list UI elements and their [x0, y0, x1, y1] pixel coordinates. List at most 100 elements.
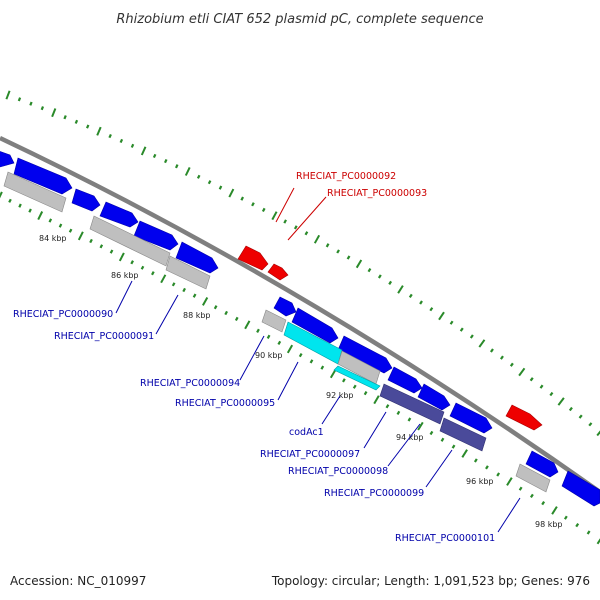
tick-mark: [563, 515, 568, 520]
tick-mark: [17, 97, 22, 102]
tick-mark: [89, 238, 93, 244]
tick-mark: [578, 414, 583, 419]
tick-mark: [363, 391, 368, 396]
gene-arrow[interactable]: [561, 470, 600, 507]
tick-mark: [174, 164, 179, 169]
tick-mark: [240, 196, 244, 201]
gene-arrow[interactable]: [291, 307, 339, 344]
tick-mark: [130, 260, 134, 265]
tick-mark: [256, 328, 260, 333]
tick-mark: [586, 530, 591, 535]
gene-arrow[interactable]: [505, 404, 543, 431]
tick-mark: [388, 280, 393, 285]
tick-mark: [596, 430, 600, 437]
tick-mark: [182, 287, 186, 293]
tick-mark: [224, 310, 228, 316]
tick-mark: [496, 472, 501, 477]
tick-mark: [130, 143, 135, 148]
gene-block[interactable]: [515, 463, 551, 493]
tick-mark: [99, 244, 104, 249]
tick-mark: [63, 115, 67, 120]
tick-mark: [549, 391, 554, 397]
gene-label-rheciat-pc0000094[interactable]: RHECIAT_PC0000094: [140, 378, 240, 389]
tick-mark: [77, 231, 84, 241]
gene-label-rheciat-pc0000091[interactable]: RHECIAT_PC0000091: [54, 331, 154, 342]
tick-mark: [277, 340, 282, 345]
tick-mark: [244, 320, 251, 330]
tick-mark: [596, 538, 600, 545]
tick-mark: [271, 211, 278, 221]
gene-label-rheciat-pc0000099[interactable]: RHECIAT_PC0000099: [324, 488, 424, 499]
tick-mark: [151, 271, 155, 276]
gene-arrow[interactable]: [0, 150, 15, 168]
tick-mark: [171, 282, 176, 287]
gene-block[interactable]: [165, 255, 211, 290]
kbp-tick-labels: 84 kbp 86 kbp 88 kbp 90 kbp 92 kbp 94 kb…: [39, 234, 563, 529]
tick-mark: [367, 268, 372, 273]
gene-label-rheciat-pc0000098[interactable]: RHECIAT_PC0000098: [288, 466, 388, 477]
tick-mark: [408, 293, 413, 299]
gene-label-rheciat-pc0000095[interactable]: RHECIAT_PC0000095: [175, 398, 275, 409]
tick-mark: [509, 362, 514, 367]
map-title: Rhizobium etli CIAT 652 plasmid pC, comp…: [116, 12, 483, 27]
tick-mark: [489, 348, 494, 353]
tick-mark: [449, 320, 454, 325]
gene-arrow[interactable]: [175, 241, 219, 274]
tick-mark: [163, 158, 168, 164]
gene-block[interactable]: [333, 365, 381, 391]
gene-block[interactable]: [89, 215, 171, 267]
gene-arrow[interactable]: [337, 335, 393, 374]
tick-mark: [385, 404, 390, 409]
tick-mark: [429, 430, 434, 436]
gene-label-rheciat-pc0000090[interactable]: RHECIAT_PC0000090: [13, 309, 113, 320]
gene-label-codac1[interactable]: codAc1: [289, 427, 324, 438]
tick-mark: [529, 377, 534, 382]
gene-block[interactable]: [439, 417, 487, 452]
gene-arrow[interactable]: [13, 157, 73, 195]
gene-label-rheciat-pc0000093[interactable]: RHECIAT_PC0000093: [327, 188, 427, 199]
tick-mark: [568, 406, 573, 412]
gene-label-rheciat-pc0000101[interactable]: RHECIAT_PC0000101: [395, 533, 495, 544]
tick-mark: [417, 421, 424, 431]
gene-label-rheciat-pc0000097[interactable]: RHECIAT_PC0000097: [260, 449, 360, 460]
tick-mark: [396, 410, 401, 415]
tick-mark: [478, 339, 486, 348]
tick-mark: [140, 146, 147, 156]
gene-arrow[interactable]: [237, 245, 269, 271]
tick-mark: [298, 353, 303, 358]
tick-mark: [461, 449, 468, 458]
accession-text: Accession: NC_010997: [10, 574, 146, 588]
gene-block[interactable]: [379, 383, 445, 425]
gene-label-rheciat-pc0000092[interactable]: RHECIAT_PC0000092: [296, 171, 396, 182]
tick-mark: [575, 522, 580, 528]
kbp-label: 88 kbp: [183, 311, 211, 320]
gene-arrow[interactable]: [99, 201, 139, 228]
inner-ticks: [0, 191, 600, 545]
tick-mark: [451, 444, 456, 449]
gene-arrow[interactable]: [387, 366, 423, 394]
tick-mark: [309, 359, 314, 364]
tick-mark: [373, 395, 380, 405]
tick-mark: [293, 225, 298, 230]
gene-arrow[interactable]: [267, 263, 289, 281]
gene-arrow[interactable]: [273, 296, 297, 317]
plasmid-backbone: [0, 135, 600, 494]
label-leader-lines: [115, 187, 521, 533]
kbp-label: 86 kbp: [111, 271, 139, 280]
gene-arrow[interactable]: [417, 383, 451, 411]
tick-mark: [539, 384, 544, 389]
gene-arrow[interactable]: [133, 220, 179, 251]
tick-mark: [261, 207, 266, 213]
gene-arrow[interactable]: [449, 402, 493, 434]
tick-mark: [218, 185, 223, 190]
tick-mark: [202, 297, 209, 306]
gene-block[interactable]: [261, 309, 287, 333]
gene-arrow[interactable]: [71, 188, 101, 212]
gene-arrow[interactable]: [525, 450, 559, 478]
topology-summary: Topology: circular; Length: 1,091,523 bp…: [271, 574, 590, 588]
tick-mark: [551, 506, 558, 515]
tick-mark: [342, 378, 346, 383]
tick-mark: [541, 501, 546, 506]
gene-block[interactable]: [3, 171, 67, 213]
tick-mark: [346, 255, 351, 260]
